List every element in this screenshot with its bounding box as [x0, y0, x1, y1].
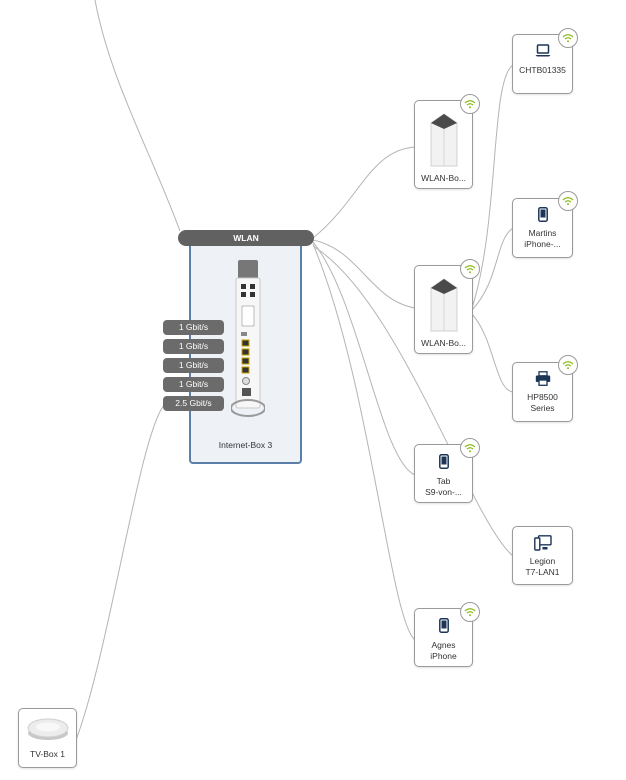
port-speed-1[interactable]: 1 Gbit/s [163, 320, 224, 335]
device-repeater-1[interactable]: WLAN-Bo... [414, 100, 473, 189]
device-label: WLAN-Bo... [421, 338, 466, 348]
wire-martins-iphone [471, 227, 514, 311]
printer-icon [535, 371, 550, 386]
wifi-icon [562, 361, 574, 370]
wire-agnes-iphone [312, 243, 416, 641]
device-label: Martins iPhone-... [524, 228, 561, 249]
wifi-icon [464, 444, 476, 453]
wlan-box-icon [430, 278, 457, 332]
device-repeater-2[interactable]: WLAN-Bo... [414, 265, 473, 354]
port-speed-4[interactable]: 1 Gbit/s [163, 377, 224, 392]
wire-legion [312, 245, 514, 557]
wifi-icon [464, 100, 476, 109]
phone-icon [438, 454, 449, 469]
wire-repeater-2 [312, 239, 416, 309]
internet-box-label: Internet-Box 3 [218, 440, 273, 450]
device-label: Tab S9-von-... [425, 476, 462, 497]
wifi-badge [558, 28, 578, 48]
wifi-icon [562, 34, 574, 43]
wifi-icon [464, 608, 476, 617]
wifi-icon [464, 265, 476, 274]
wifi-badge [460, 438, 480, 458]
wlan-box-icon [430, 113, 457, 167]
port-speed-5[interactable]: 2.5 Gbit/s [163, 396, 224, 411]
wifi-badge [558, 191, 578, 211]
device-label: HP8500 Series [527, 392, 558, 413]
wifi-badge [460, 259, 480, 279]
wire-repeater-1 [312, 146, 416, 239]
wifi-badge [460, 94, 480, 114]
desktop-icon [533, 535, 552, 551]
port-speed-2[interactable]: 1 Gbit/s [163, 339, 224, 354]
wifi-icon [562, 197, 574, 206]
device-tv-box[interactable]: TV-Box 1 [18, 708, 77, 768]
wlan-bar[interactable]: WLAN [178, 230, 314, 246]
wifi-badge [558, 355, 578, 375]
wire-hp-printer [471, 313, 514, 393]
internet-box-icon [231, 260, 265, 417]
internet-box-card[interactable]: Internet-Box 3 [189, 240, 302, 464]
device-label: Legion T7-LAN1 [525, 556, 560, 577]
device-label: CHTB01335 [519, 65, 566, 75]
wifi-badge [460, 602, 480, 622]
phone-icon [438, 618, 449, 633]
port-speed-3[interactable]: 1 Gbit/s [163, 358, 224, 373]
phone-icon [537, 207, 548, 222]
wire-tab-s9 [312, 241, 416, 476]
laptop-icon [535, 44, 550, 57]
wire-upstream [94, 0, 181, 232]
wire-tv-box [75, 403, 166, 741]
device-label: WLAN-Bo... [421, 173, 466, 183]
wire-cht-laptop [471, 64, 514, 309]
device-label: Agnes iPhone [430, 640, 457, 661]
device-label: TV-Box 1 [30, 749, 65, 759]
device-legion[interactable]: Legion T7-LAN1 [512, 526, 573, 585]
tv-box-icon [27, 718, 68, 740]
